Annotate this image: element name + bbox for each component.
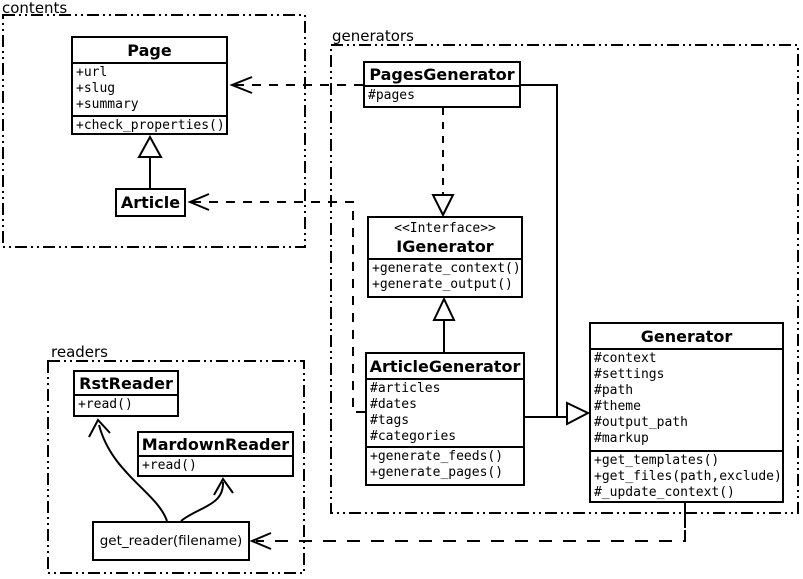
class-rstreader-title: RstReader (75, 372, 177, 396)
class-generator-title: Generator (591, 324, 782, 350)
class-attribute: #settings (594, 367, 665, 382)
function-box-label: get_reader(filename) (99, 533, 243, 549)
package-label-contents: contents (2, 0, 68, 17)
class-method: +get_files(path,exclude) (594, 469, 782, 484)
class-method: +generate_pages() (370, 465, 504, 480)
inheritance-arrow-articlegenerator-igenerator (432, 296, 456, 352)
inheritance-arrow-article-page (137, 134, 163, 188)
dependency-arrow-pagesgenerator-page (229, 76, 363, 94)
package-label-generators: generators (332, 27, 414, 45)
class-method: +generate_output() (372, 277, 513, 292)
class-generator: Generator #context #settings #path #them… (589, 322, 784, 503)
realization-arrow-pagesgenerator-igenerator (431, 108, 455, 218)
call-arrow-getreader-rstreader (88, 418, 168, 522)
inheritance-arrow-generators-generator (521, 84, 591, 426)
class-method: +generate_context() (372, 261, 521, 276)
class-attribute: #path (594, 383, 634, 398)
class-igenerator-methods: +generate_context() +generate_output() (369, 260, 521, 295)
class-rstreader-methods: +read() (75, 396, 177, 415)
class-method: +check_properties() (76, 118, 225, 133)
class-article: Article (115, 188, 186, 217)
class-page-methods: +check_properties() (73, 115, 226, 136)
class-method: +generate_feeds() (370, 449, 504, 464)
dependency-arrow-articlegenerator-article (187, 193, 365, 413)
class-page-attributes: +url +slug +summary (73, 64, 226, 115)
class-page: Page +url +slug +summary +check_properti… (71, 36, 228, 135)
package-contents-border (2, 14, 306, 248)
class-pagesgenerator-title: PagesGenerator (365, 63, 519, 87)
class-attribute: #theme (594, 399, 641, 414)
class-articlegenerator-methods: +generate_feeds() +generate_pages() (367, 446, 523, 483)
class-generator-methods: +get_templates() +get_files(path,exclude… (591, 450, 782, 503)
class-articlegenerator-attributes: #articles #dates #tags #categories (367, 380, 523, 446)
class-attribute: #articles (370, 381, 441, 396)
call-arrow-getreader-mardownreader (180, 477, 234, 522)
class-attribute: +summary (76, 97, 139, 112)
class-igenerator-stereotype: <<Interface>> (394, 220, 496, 236)
class-attribute: #markup (594, 431, 649, 446)
package-generators-border (330, 44, 799, 514)
class-method: +read() (78, 397, 133, 412)
function-box-get-reader: get_reader(filename) (92, 521, 250, 561)
class-attribute: +slug (76, 81, 116, 96)
class-attribute: #pages (368, 88, 415, 103)
class-igenerator: <<Interface>> IGenerator +generate_conte… (367, 216, 523, 298)
package-readers-border (47, 360, 305, 574)
dependency-arrow-generator-getreader (249, 503, 686, 550)
class-pagesgenerator: PagesGenerator #pages (363, 61, 521, 108)
class-mardownreader-methods: +read() (139, 457, 292, 476)
class-articlegenerator-title: ArticleGenerator (367, 354, 523, 380)
class-igenerator-header: <<Interface>> IGenerator (369, 218, 521, 260)
class-mardownreader: MardownReader +read() (137, 431, 294, 477)
class-attribute: #dates (370, 397, 417, 412)
class-mardownreader-title: MardownReader (139, 433, 292, 457)
class-attribute: #categories (370, 429, 457, 444)
class-method: +read() (142, 458, 197, 473)
class-attribute: #output_path (594, 415, 688, 430)
class-attribute: +url (76, 65, 108, 80)
class-pagesgenerator-attributes: #pages (365, 87, 519, 106)
class-method: #_update_context() (594, 485, 735, 500)
class-rstreader: RstReader +read() (73, 370, 179, 417)
class-page-title: Page (73, 38, 226, 64)
class-igenerator-title: IGenerator (396, 236, 494, 256)
class-method: +get_templates() (594, 453, 720, 468)
class-article-title: Article (120, 193, 181, 212)
class-attribute: #context (594, 351, 657, 366)
class-attribute: #tags (370, 413, 410, 428)
class-articlegenerator: ArticleGenerator #articles #dates #tags … (365, 352, 525, 486)
package-label-readers: readers (51, 343, 108, 361)
class-generator-attributes: #context #settings #path #theme #output_… (591, 350, 782, 450)
